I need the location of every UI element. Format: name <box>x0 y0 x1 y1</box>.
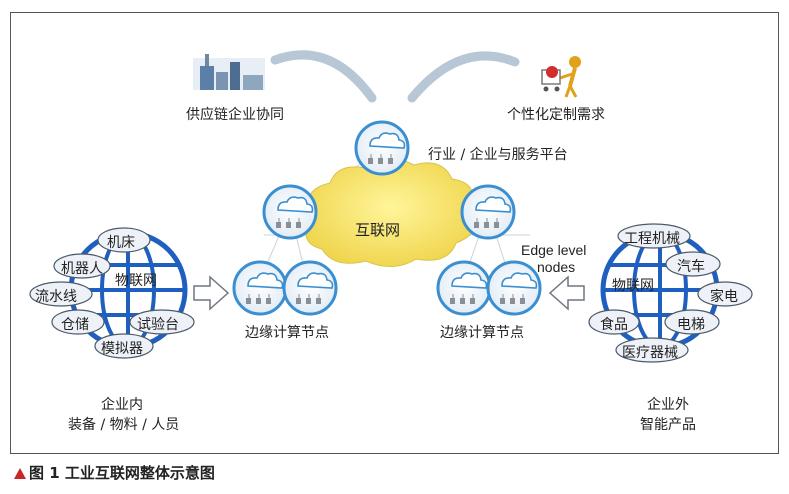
right-item-3: 食品 <box>600 317 628 333</box>
shopping-cart-icon <box>541 56 581 98</box>
right-item-4: 电梯 <box>677 317 705 333</box>
right-item-2: 家电 <box>710 289 738 305</box>
figure-frame <box>10 12 779 454</box>
platform-fog-node <box>354 120 410 176</box>
edge-nodes-label-2: nodes <box>537 259 576 275</box>
left-item-2: 流水线 <box>35 289 77 305</box>
arrow-right-globe-to-edge <box>548 275 585 311</box>
left-item-1: 机器人 <box>61 261 103 277</box>
arrow-supply-to-platform <box>270 50 377 103</box>
figure-caption-text: 图 1 工业互联网整体示意图 <box>29 464 215 482</box>
internet-label: 互联网 <box>355 221 401 239</box>
left-item-3: 仓储 <box>61 317 89 333</box>
arrow-custom-to-platform <box>407 51 520 103</box>
internet-cloud <box>305 158 477 267</box>
edge-left-fog-node-1 <box>232 260 288 316</box>
right-caption-title: 企业外 <box>647 397 689 413</box>
right-item-5: 医疗器械 <box>622 345 678 361</box>
caption-marker-icon <box>14 468 26 479</box>
right-caption-subtitle: 智能产品 <box>640 417 696 433</box>
figure-caption: 图 1 工业互联网整体示意图 <box>14 462 215 483</box>
edge-left-label: 边缘计算节点 <box>245 325 329 341</box>
edge-right-fog-node-1 <box>436 260 492 316</box>
upper-right-fog-node <box>460 184 516 240</box>
platform-label: 行业 / 企业与服务平台 <box>428 147 568 163</box>
right-globe-center-label: 物联网 <box>612 278 654 294</box>
supply-chain-label: 供应链企业协同 <box>186 107 284 123</box>
edge-right-label: 边缘计算节点 <box>440 325 524 341</box>
left-caption-subtitle: 装备 / 物料 / 人员 <box>68 417 180 433</box>
edge-nodes-label-1: Edge level <box>521 242 587 258</box>
edge-right-fog-node-2 <box>486 260 542 316</box>
edge-left-fog-node-2 <box>282 260 338 316</box>
left-globe-center-label: 物联网 <box>115 273 157 289</box>
left-item-0: 机床 <box>107 235 135 251</box>
upper-left-fog-node <box>262 184 318 240</box>
right-globe-bubbles <box>588 223 753 363</box>
arrow-left-globe-to-edge <box>193 275 230 311</box>
left-item-5: 模拟器 <box>101 341 143 357</box>
left-globe-bubbles <box>29 227 195 359</box>
right-item-0: 工程机械 <box>624 231 680 247</box>
left-item-4: 试验台 <box>137 317 179 333</box>
factory-icon <box>193 54 265 90</box>
left-caption-title: 企业内 <box>101 397 143 413</box>
customization-label: 个性化定制需求 <box>507 107 605 123</box>
right-item-1: 汽车 <box>677 259 705 275</box>
